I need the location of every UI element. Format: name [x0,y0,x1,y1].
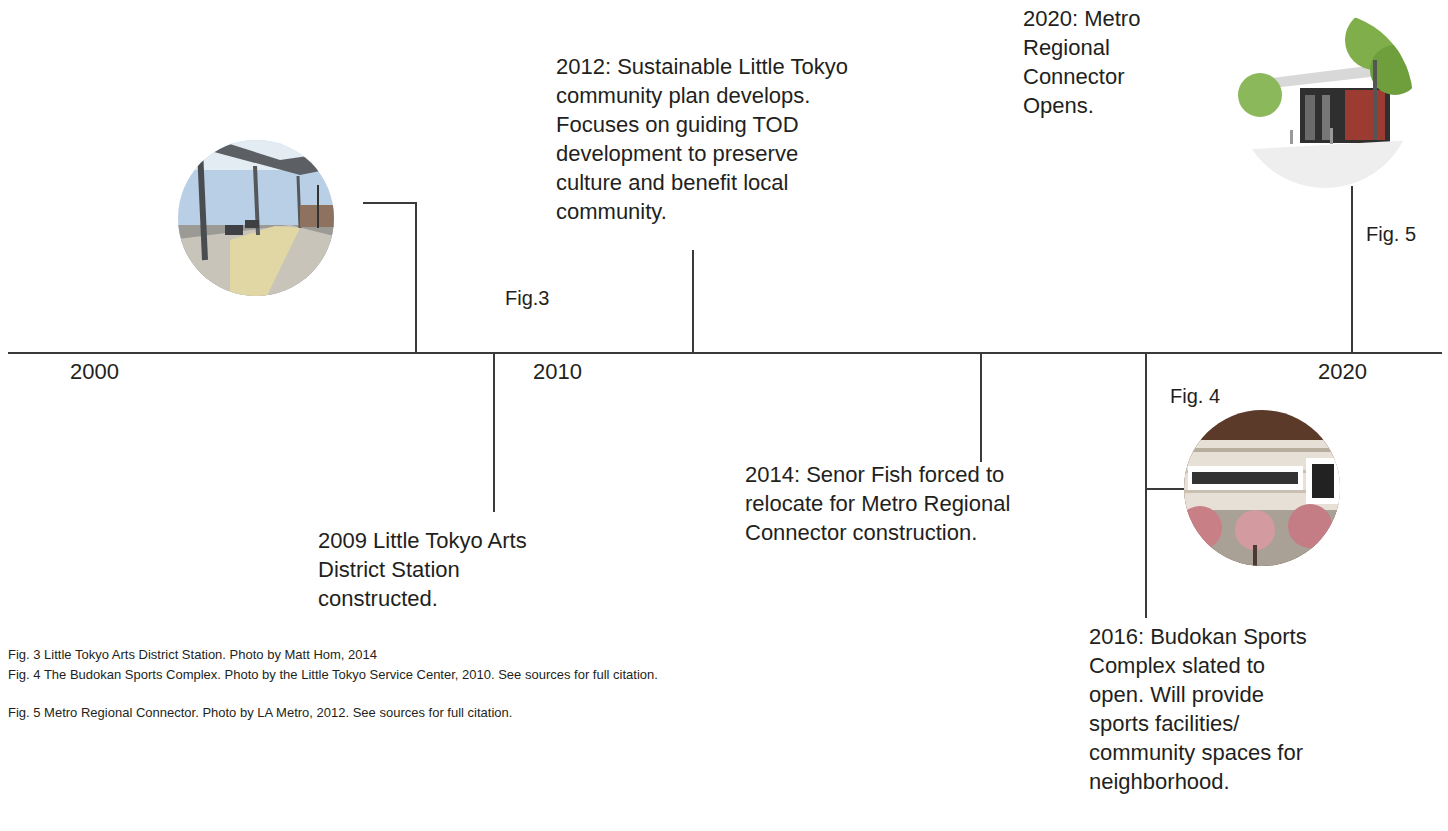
event-text: 2020: Metro Regional Connector Opens. [1023,4,1153,120]
event-text: 2014: Senor Fish forced to relocate for … [745,460,1017,547]
event-text: 2016: Budokan Sports Complex slated to o… [1089,622,1324,796]
leader-line [1146,488,1185,490]
leader-line [980,353,982,462]
axis-year: 2000 [70,357,150,386]
figure-label: Fig. 5 [1366,220,1438,249]
figure-label: Fig. 4 [1170,382,1250,411]
figure-caption: Fig. 4 The Budokan Sports Complex. Photo… [8,666,728,684]
axis-year: 2010 [533,357,613,386]
figure-label: Fig.3 [505,284,575,313]
event-text: 2009 Little Tokyo Arts District Station … [318,526,536,613]
figure-caption: Fig. 3 Little Tokyo Arts District Statio… [8,646,728,664]
leader-line [363,203,416,353]
leader-line [1145,353,1147,618]
figure-caption: Fig. 5 Metro Regional Connector. Photo b… [8,704,728,722]
event-text: 2012: Sustainable Little Tokyo community… [556,52,868,226]
axis-year: 2020 [1318,357,1398,386]
connector-rendering [1235,10,1420,190]
budokan-photo [1178,405,1350,575]
leader-line [493,353,495,512]
timeline-axis [8,352,1442,354]
leader-line [1351,186,1353,353]
leader-line [692,250,694,353]
station-photo [170,125,350,315]
